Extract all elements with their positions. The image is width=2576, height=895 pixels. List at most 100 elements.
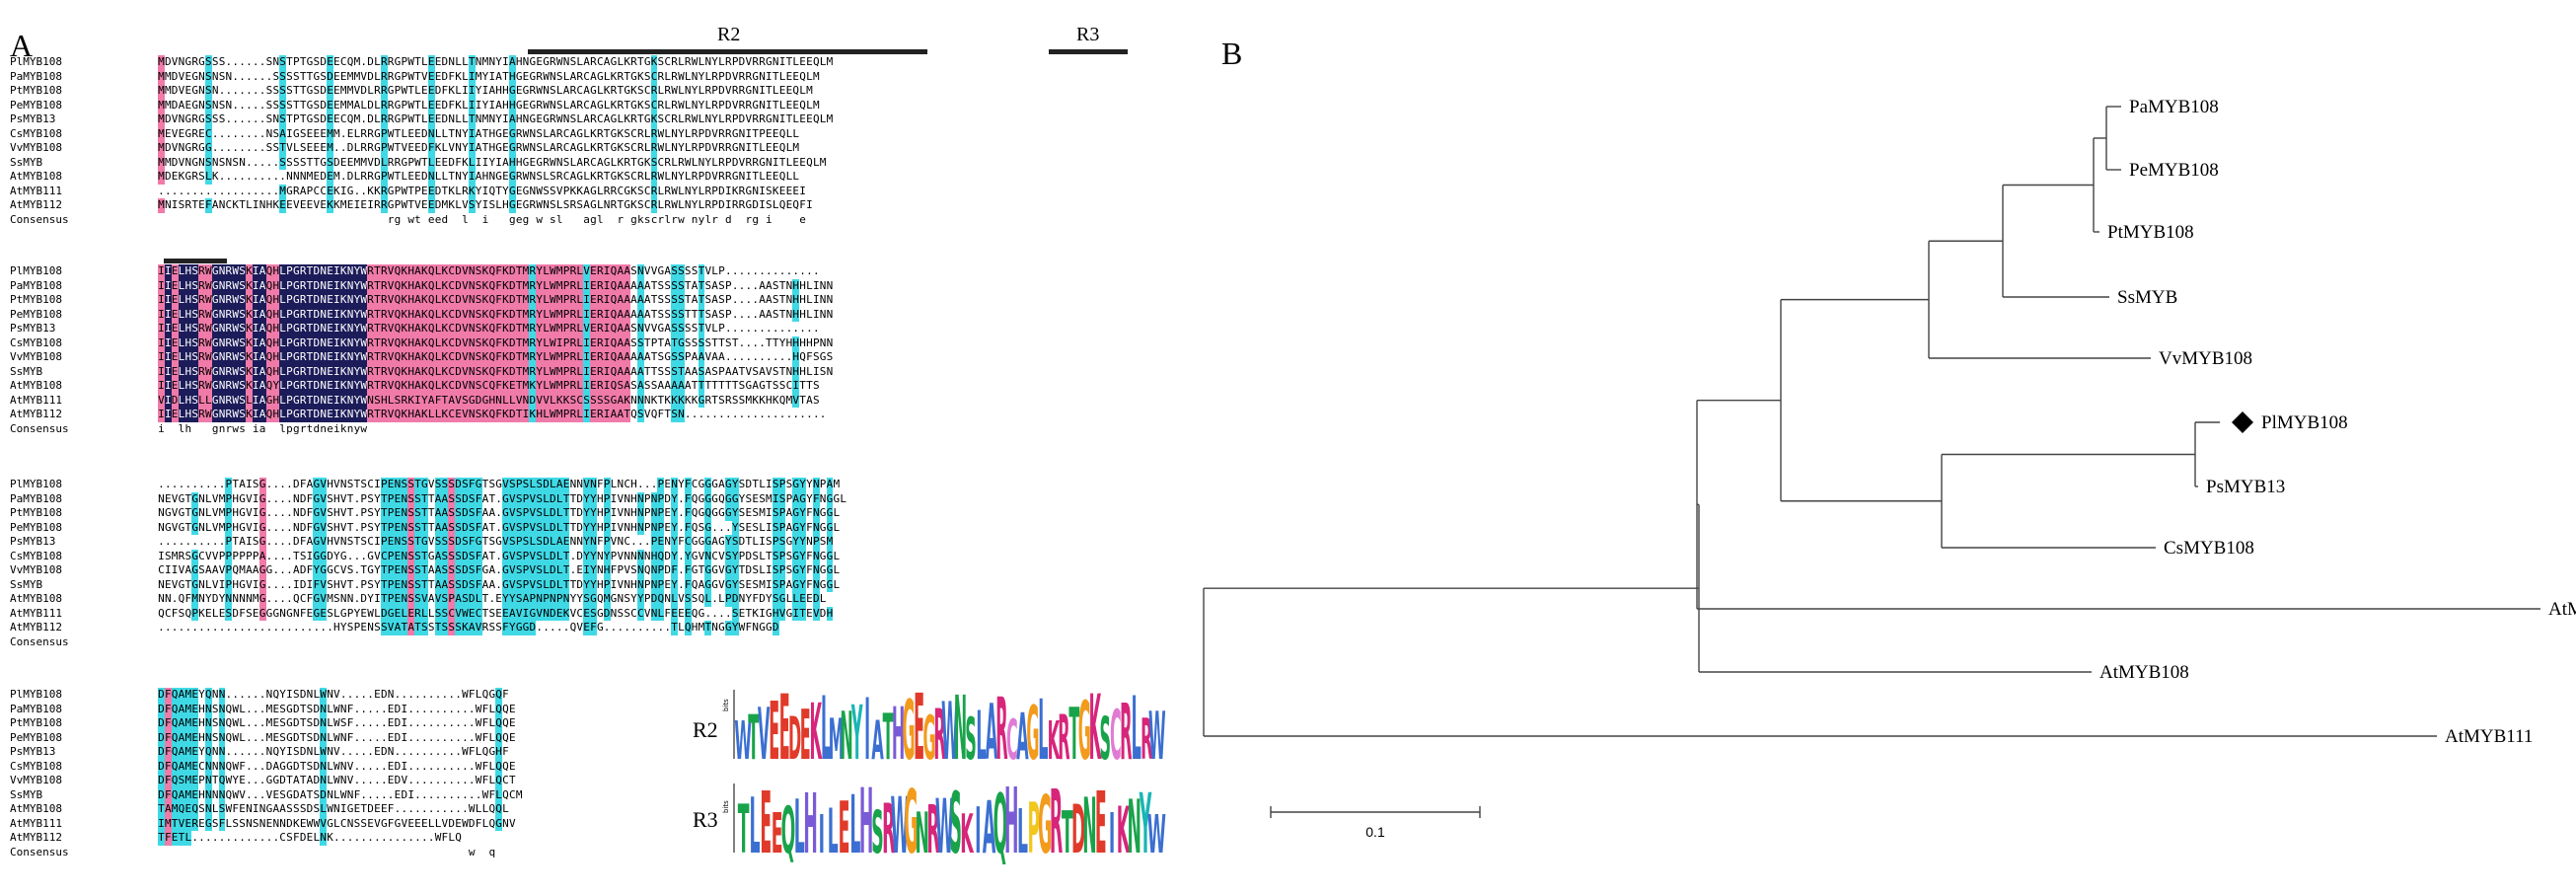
sequence-name: SsMYB — [10, 577, 43, 591]
sequence-residues: MMDAEGNSNSN.....SSSSTTGSDEEMMALDLRRGPWTL… — [158, 98, 820, 112]
sequence-residues: ..................MGRAPCCEKIG..KKRGPWTPE… — [158, 184, 806, 198]
logo-letter: P — [1028, 788, 1041, 869]
logo-letter: R — [1120, 688, 1132, 777]
logo-letter: C — [1110, 695, 1122, 775]
sequence-name: PlMYB108 — [10, 688, 62, 701]
alignment-row: PaMYB108 DFQAMEHNSNQWL...MESGDTSDNLWNF...… — [10, 702, 523, 716]
alignment-block-3: PlMYB108..........PTAISG....DFAGVHVNSTSC… — [10, 478, 846, 649]
logo-letter: T — [748, 702, 759, 774]
sequence-residues: IIELHSRWGNRWSKIAQHLPGRTDNEIKNYWRTRVQKHAK… — [158, 408, 827, 422]
sequence-name: SsMYB — [10, 155, 43, 169]
alignment-row: AtMYB111..................MGRAPCCEKIG..K… — [10, 184, 833, 198]
sequence-residues: NGVGTGNLVMPHGVIG....NDFGVSHVT.PSYTPENSST… — [158, 520, 841, 535]
sequence-residues: QCFSQPKELESDFSEGGGNGNFEGESLGPYEWLDGELERL… — [158, 606, 834, 621]
sequence-name: AtMYB108 — [10, 379, 62, 392]
sequence-name: PtMYB108 — [10, 293, 62, 306]
sequence-residues: IIELHSRWGNRWSKIAQHLPGRTDNEIKNYWRTRVQKHAK… — [158, 278, 834, 293]
r3-domain-bar-block2 — [164, 259, 227, 263]
sequence-name: VvMYB108 — [10, 350, 62, 363]
logo-letter: G — [1078, 686, 1091, 777]
scale-bar-label: 0.1 — [1365, 824, 1385, 840]
sequence-name: PaMYB108 — [10, 702, 62, 715]
logo-letter: D — [788, 705, 801, 774]
logo-letter: A — [986, 689, 997, 777]
logo-letter: H — [803, 780, 817, 870]
logo-letter: S — [965, 707, 977, 774]
logo-letter: W — [1147, 805, 1166, 866]
taxon-label: PeMYB108 — [2129, 160, 2219, 181]
sequence-name: CsMYB108 — [10, 759, 62, 773]
logo-letter: R — [882, 788, 895, 868]
logo-letter: I — [819, 805, 825, 866]
sequence-name: PaMYB108 — [10, 491, 62, 505]
sequence-residues: IIELHSRWGNRWSKIAQHLPGRTDNEIKNYWRTRVQKHAK… — [158, 293, 834, 308]
sequence-residues: NN.QFMNYDYNNNNMG....QCFGVMSNN.DYITPENSSV… — [158, 592, 827, 607]
logo-letter: H — [859, 780, 873, 870]
sequence-name: CsMYB108 — [10, 126, 62, 140]
logo-letter: K — [960, 802, 974, 866]
taxon-label: VvMYB108 — [2159, 348, 2252, 369]
logo-letter: S — [949, 780, 961, 870]
sequence-name: PsMYB13 — [10, 112, 56, 125]
sequence-residues: MNISRTEFANCKTLINHKEEVEEVEKKMEIEIRRGPWTVE… — [158, 198, 813, 213]
logo-letter: M — [829, 707, 845, 773]
logo-letter: L — [1038, 686, 1048, 777]
alignment-row: Consensus rg wt eed l i geg w sl agl r g… — [10, 213, 833, 228]
logo-letter: W — [1148, 699, 1166, 775]
sequence-residues: DFQAMECNNNQWF...DAGGDTSDNLWNV.....EDI...… — [158, 759, 516, 774]
sequence-residues: DFQAMEHNSNQWL...MESGDTSDNLWNF.....EDI...… — [158, 702, 516, 716]
sequence-name: VvMYB108 — [10, 774, 62, 786]
logo-letter: W — [935, 783, 954, 870]
taxon-label: AtMYB111 — [2445, 726, 2533, 747]
sequence-name: Consensus — [10, 634, 69, 648]
logo-letter: R — [926, 793, 939, 869]
sequence-name: Consensus — [10, 845, 69, 858]
alignment-row: PsMYB13..........PTAISG....DFAGVHVNSTSCI… — [10, 535, 846, 550]
taxon-label: PaMYB108 — [2129, 97, 2219, 117]
sequence-name: AtMYB108 — [10, 170, 62, 183]
sequence-name: PlMYB108 — [10, 264, 62, 277]
logo-letter: N — [1082, 783, 1096, 870]
logo-letter: Q — [781, 794, 796, 868]
logo-axis-label: bits — [722, 699, 730, 711]
logo-letter: W — [734, 710, 752, 772]
sequence-name: VvMYB108 — [10, 141, 62, 154]
logo-letter: G — [1026, 691, 1039, 777]
logo-letter: A — [983, 786, 995, 870]
alignment-row: PlMYB108..........PTAISG....DFAGVHVNSTSC… — [10, 478, 846, 492]
sequence-residues: IMTVEREGSFLSSNSNENNDKEWWVGLCNSSEVGFGVEEE… — [158, 816, 516, 831]
logo-letter: R — [1058, 702, 1069, 774]
logo-letter: K — [809, 688, 822, 777]
logo-letter: E — [779, 686, 790, 777]
logo-letter: A — [1016, 701, 1028, 776]
sequence-residues: MMDVEGNSNSN......SSSSTTGSDEEMMVDLRRGPWTV… — [158, 69, 820, 84]
sequence-name: CsMYB108 — [10, 549, 62, 562]
sequence-residues: MDEKGRSLK..........NNNMEDEM.DLRRGPWTLEED… — [158, 170, 800, 185]
panel-b-label: B — [1221, 36, 1243, 71]
logo-letter: E — [800, 695, 811, 775]
logo-letter: L — [976, 697, 986, 776]
